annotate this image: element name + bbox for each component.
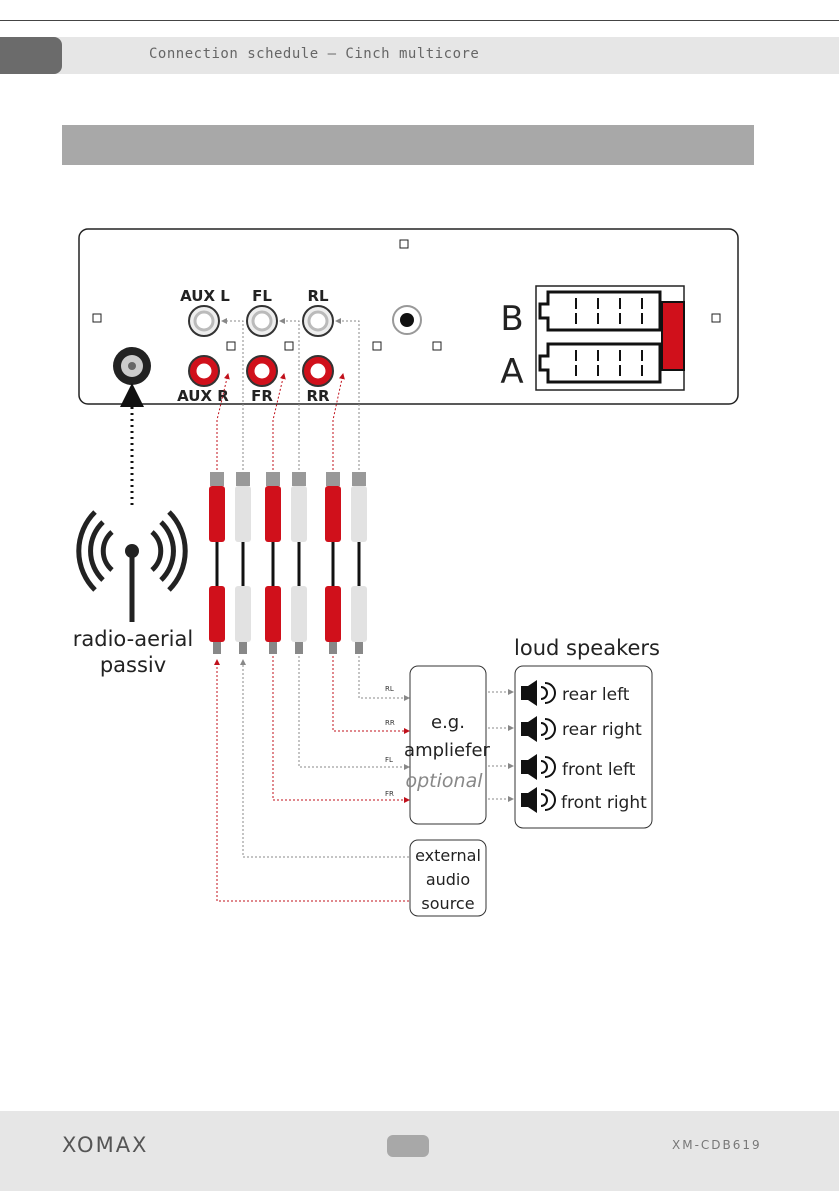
brand-logo: XOMAX (62, 1133, 148, 1157)
aerial-jack (113, 347, 151, 385)
aerial-label-line2: passiv (100, 653, 166, 677)
amp-input-rr: RR (385, 719, 395, 727)
speakers-title: loud speakers (514, 636, 660, 660)
rca-cable-red (209, 472, 341, 642)
page-number-badge (387, 1135, 429, 1157)
rca-cable-wire (217, 542, 359, 586)
jack-label-fr: FR (251, 387, 273, 405)
antenna-icon (79, 512, 185, 622)
amp-input-rl: RL (385, 685, 394, 693)
model-number: XM-CDB619 (672, 1138, 762, 1152)
source-label-line2: audio (426, 870, 470, 889)
speaker-label-front-left: front left (562, 760, 636, 780)
jack-label-rr: RR (306, 387, 330, 405)
amp-input-fl: FL (385, 756, 393, 764)
iso-label-b: B (500, 299, 523, 339)
iso-connector (536, 286, 684, 390)
amp-label-line1: e.g. (431, 712, 465, 733)
rca-jack-red (189, 356, 333, 386)
speaker-label-front-right: front right (561, 793, 647, 813)
source-label-line1: external (415, 846, 481, 865)
amp-input-fr: FR (385, 790, 394, 798)
source-label-line3: source (421, 894, 474, 913)
rca-plug-tip (213, 642, 363, 654)
iso-label-a: A (500, 352, 523, 392)
rca-jack-white (189, 306, 333, 336)
amp-label-line2: ampliefer (404, 740, 490, 761)
jack-label-rl: RL (307, 287, 329, 305)
jack-label-fl: FL (252, 287, 272, 305)
speaker-arrows (488, 692, 513, 799)
speaker-label-rear-right: rear right (562, 720, 642, 740)
rca-cable-white (235, 472, 367, 642)
amp-label-line3: optional (405, 770, 483, 792)
speaker-label-rear-left: rear left (562, 685, 630, 705)
jack-label-aux-l: AUX L (180, 287, 230, 305)
mic-jack (393, 306, 421, 334)
aerial-label-line1: radio-aerial (73, 627, 193, 651)
